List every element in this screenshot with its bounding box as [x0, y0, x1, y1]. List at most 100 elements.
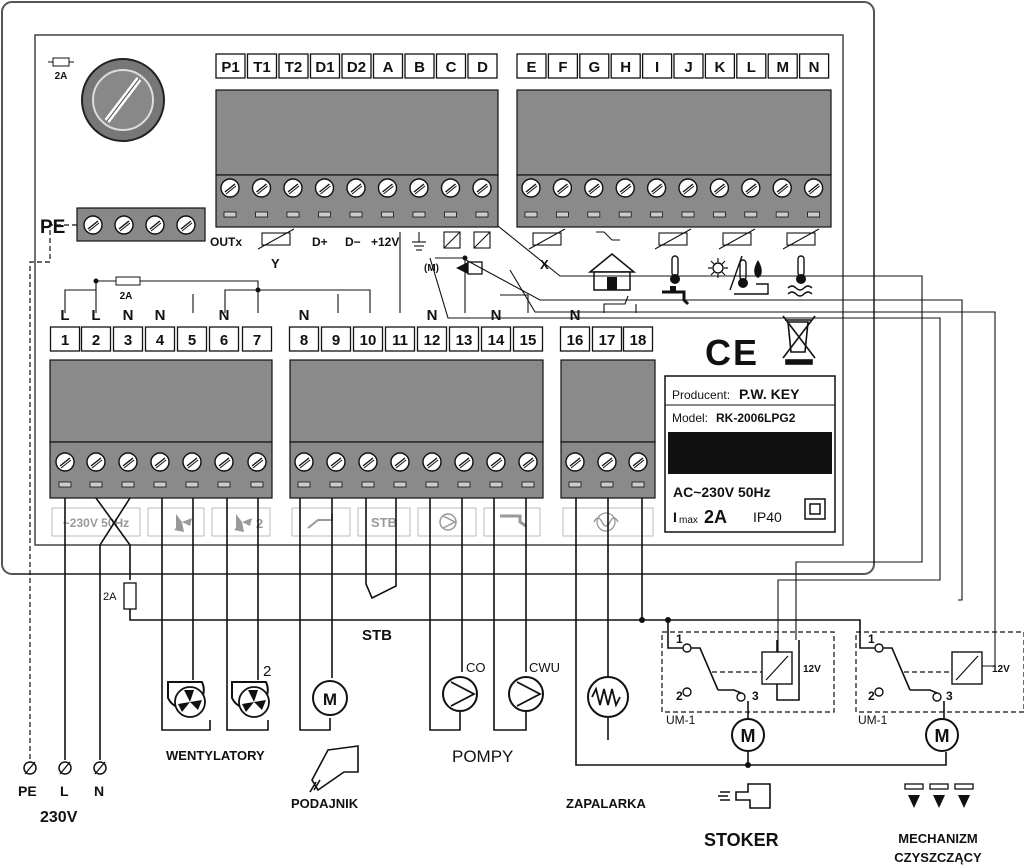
top-terminal-screw — [678, 178, 698, 198]
top-terminal-box — [215, 53, 246, 79]
pe-terminal-screw — [176, 215, 196, 235]
bottom-terminal-box — [288, 326, 320, 352]
top-terminal-box — [404, 53, 435, 79]
bottom-terminal-screw — [518, 452, 538, 472]
fan2-label: 2 — [256, 516, 263, 531]
bottom-terminal-number: 4 — [156, 332, 165, 349]
mains-terminals — [23, 761, 107, 775]
top-terminal-screw — [314, 178, 335, 198]
m-label: (M) — [424, 263, 439, 274]
double-insulation-icon — [804, 498, 826, 520]
bottom-terminal-box — [622, 326, 654, 352]
top-terminal-screw — [521, 178, 541, 198]
relay-module-1: M — [661, 631, 835, 752]
ce-mark: CE — [705, 332, 759, 373]
bottom-terminal-number: 8 — [300, 332, 308, 349]
stoker-label: STOKER — [704, 830, 779, 850]
relay1-name: UM-1 — [666, 713, 696, 727]
fan2-index-label: 2 — [263, 663, 271, 680]
pe-terminal-screw — [114, 215, 134, 235]
bottom-terminal-box — [384, 326, 416, 352]
top-terminal-label: N — [809, 59, 820, 76]
top-terminal-box — [372, 53, 404, 79]
bottom-terminal-number: 5 — [188, 332, 196, 349]
relay1-pin2: 2 — [676, 689, 683, 703]
bottom-terminal-screw — [55, 452, 75, 472]
relay2-voltage: 12V — [992, 664, 1010, 675]
bottom-terminal-box — [112, 326, 144, 352]
supply-rating: AC~230V 50Hz — [673, 484, 771, 500]
power-supply-label: ~230V 50Hz — [63, 516, 129, 530]
top-terminal-box — [798, 53, 830, 79]
top-terminal-box — [767, 53, 798, 79]
bottom-terminal-screw — [422, 452, 442, 472]
bottom-terminal-screw — [390, 452, 410, 472]
bottom-terminal-box — [80, 326, 112, 352]
imax-label: I — [673, 509, 677, 525]
mains-n-label: N — [94, 783, 104, 799]
top-terminal-screw — [803, 178, 824, 198]
outdoor-temperature-icon — [708, 255, 769, 295]
top-terminal-box — [641, 53, 673, 79]
bottom-terminal-box — [559, 326, 591, 352]
fans-label: WENTYLATORY — [166, 748, 265, 763]
top-terminal-label: P1 — [221, 59, 239, 76]
power-fan-connector-body — [49, 359, 273, 443]
pe-terminal-screw — [145, 215, 165, 235]
bottom-terminal-screw — [486, 452, 506, 472]
model-label: Model: — [672, 411, 708, 425]
bottom-terminal-letter: N — [155, 307, 166, 324]
top-terminal-screw — [377, 178, 398, 198]
bottom-terminal-box — [144, 326, 176, 352]
relay2-pin3: 3 — [946, 689, 953, 703]
bottom-terminal-screw — [86, 452, 106, 472]
top-terminal-label: B — [414, 59, 425, 76]
model-value: RK-2006LPG2 — [716, 411, 796, 425]
relay2-name: UM-1 — [858, 713, 888, 727]
relay1-pin3: 3 — [752, 689, 759, 703]
bottom-terminal-screw — [597, 452, 617, 472]
top-terminal-label: F — [558, 59, 567, 76]
top-terminal-label: G — [588, 59, 600, 76]
top-terminal-screw — [741, 178, 761, 198]
top-terminal-box — [341, 53, 372, 79]
nameplate-black-bar — [668, 432, 832, 474]
top-terminal-screw — [346, 178, 366, 198]
stb-block-label: STB — [371, 515, 397, 530]
top-terminal-box — [467, 53, 498, 79]
feeder-icon — [309, 745, 359, 793]
top-terminal-box — [435, 53, 467, 79]
sensor-symbols-top — [257, 228, 820, 251]
weee-bin-icon — [782, 315, 816, 365]
top-terminal-screw — [552, 178, 573, 198]
top-terminal-label: D2 — [347, 59, 366, 76]
pump-cwu-icon — [508, 676, 544, 712]
feeder-label: PODAJNIK — [291, 796, 359, 811]
bottom-terminal-screw — [358, 452, 378, 472]
top-terminal-box — [610, 53, 641, 79]
top-terminal-box — [246, 53, 278, 79]
bottom-terminal-number: 12 — [424, 332, 441, 349]
bottom-terminal-number: 11 — [392, 332, 408, 349]
relay-module-2: M — [855, 631, 1024, 752]
top-terminal-label: H — [620, 59, 631, 76]
bottom-terminal-number: 2 — [92, 332, 100, 349]
top-terminal-label: I — [655, 59, 659, 76]
dplus-label: D+ — [312, 235, 328, 249]
top-terminal-label: C — [446, 59, 457, 76]
bottom-terminal-number: 9 — [332, 332, 340, 349]
top-terminal-screw — [709, 178, 730, 198]
fuse-symbol — [48, 57, 74, 67]
bottom-terminal-number: 6 — [220, 332, 228, 349]
bottom-terminal-box — [480, 326, 512, 352]
relay1-voltage: 12V — [803, 664, 821, 675]
top-right-connector-body — [516, 89, 832, 176]
bottom-terminal-letter: L — [60, 307, 69, 324]
top-terminal-screw — [646, 178, 667, 198]
top-terminal-label: L — [747, 59, 756, 76]
top-terminal-screw — [283, 178, 303, 198]
bottom-terminal-letter: L — [91, 307, 100, 324]
